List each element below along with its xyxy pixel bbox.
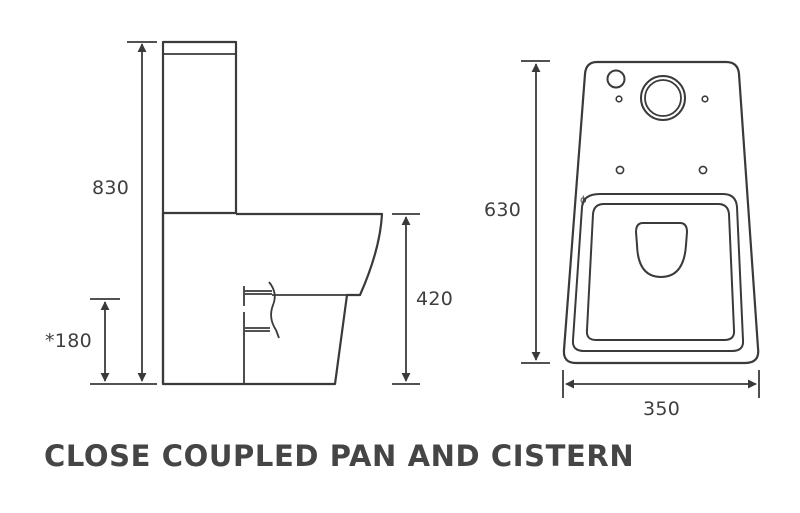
dimension-label-180: *180 — [45, 330, 92, 352]
cistern-outline — [161, 40, 238, 215]
flush-button-ring-outer — [640, 75, 686, 121]
dimension-label-830: 830 — [92, 177, 130, 199]
dimension-630 — [521, 60, 550, 364]
dimension-350 — [562, 370, 760, 398]
fixing-hole — [615, 95, 623, 103]
dimension-label-630: 630 — [484, 199, 522, 221]
seat-hinge-hole — [615, 165, 625, 175]
side-view — [90, 40, 420, 386]
pan-outline — [161, 212, 384, 386]
flush-button-ring-inner — [644, 79, 682, 117]
fixing-hole — [701, 95, 709, 103]
bowl-outlet — [635, 222, 688, 278]
dimension-830 — [127, 41, 157, 382]
dimension-label-420: 420 — [416, 288, 454, 310]
drawing-title: CLOSE COUPLED PAN AND CISTERN — [44, 439, 635, 473]
outlet-connector — [243, 281, 348, 384]
top-outline — [562, 60, 760, 365]
seat-outer — [571, 193, 745, 352]
diameter-symbol: ϕ — [580, 195, 587, 206]
dimension-420 — [392, 213, 420, 385]
top-view — [521, 60, 760, 398]
seat-hinge-hole — [698, 165, 708, 175]
bowl-inner — [585, 203, 736, 341]
flush-button-small — [606, 69, 626, 89]
dimension-180 — [90, 298, 157, 385]
dimension-label-350: 350 — [643, 398, 681, 420]
